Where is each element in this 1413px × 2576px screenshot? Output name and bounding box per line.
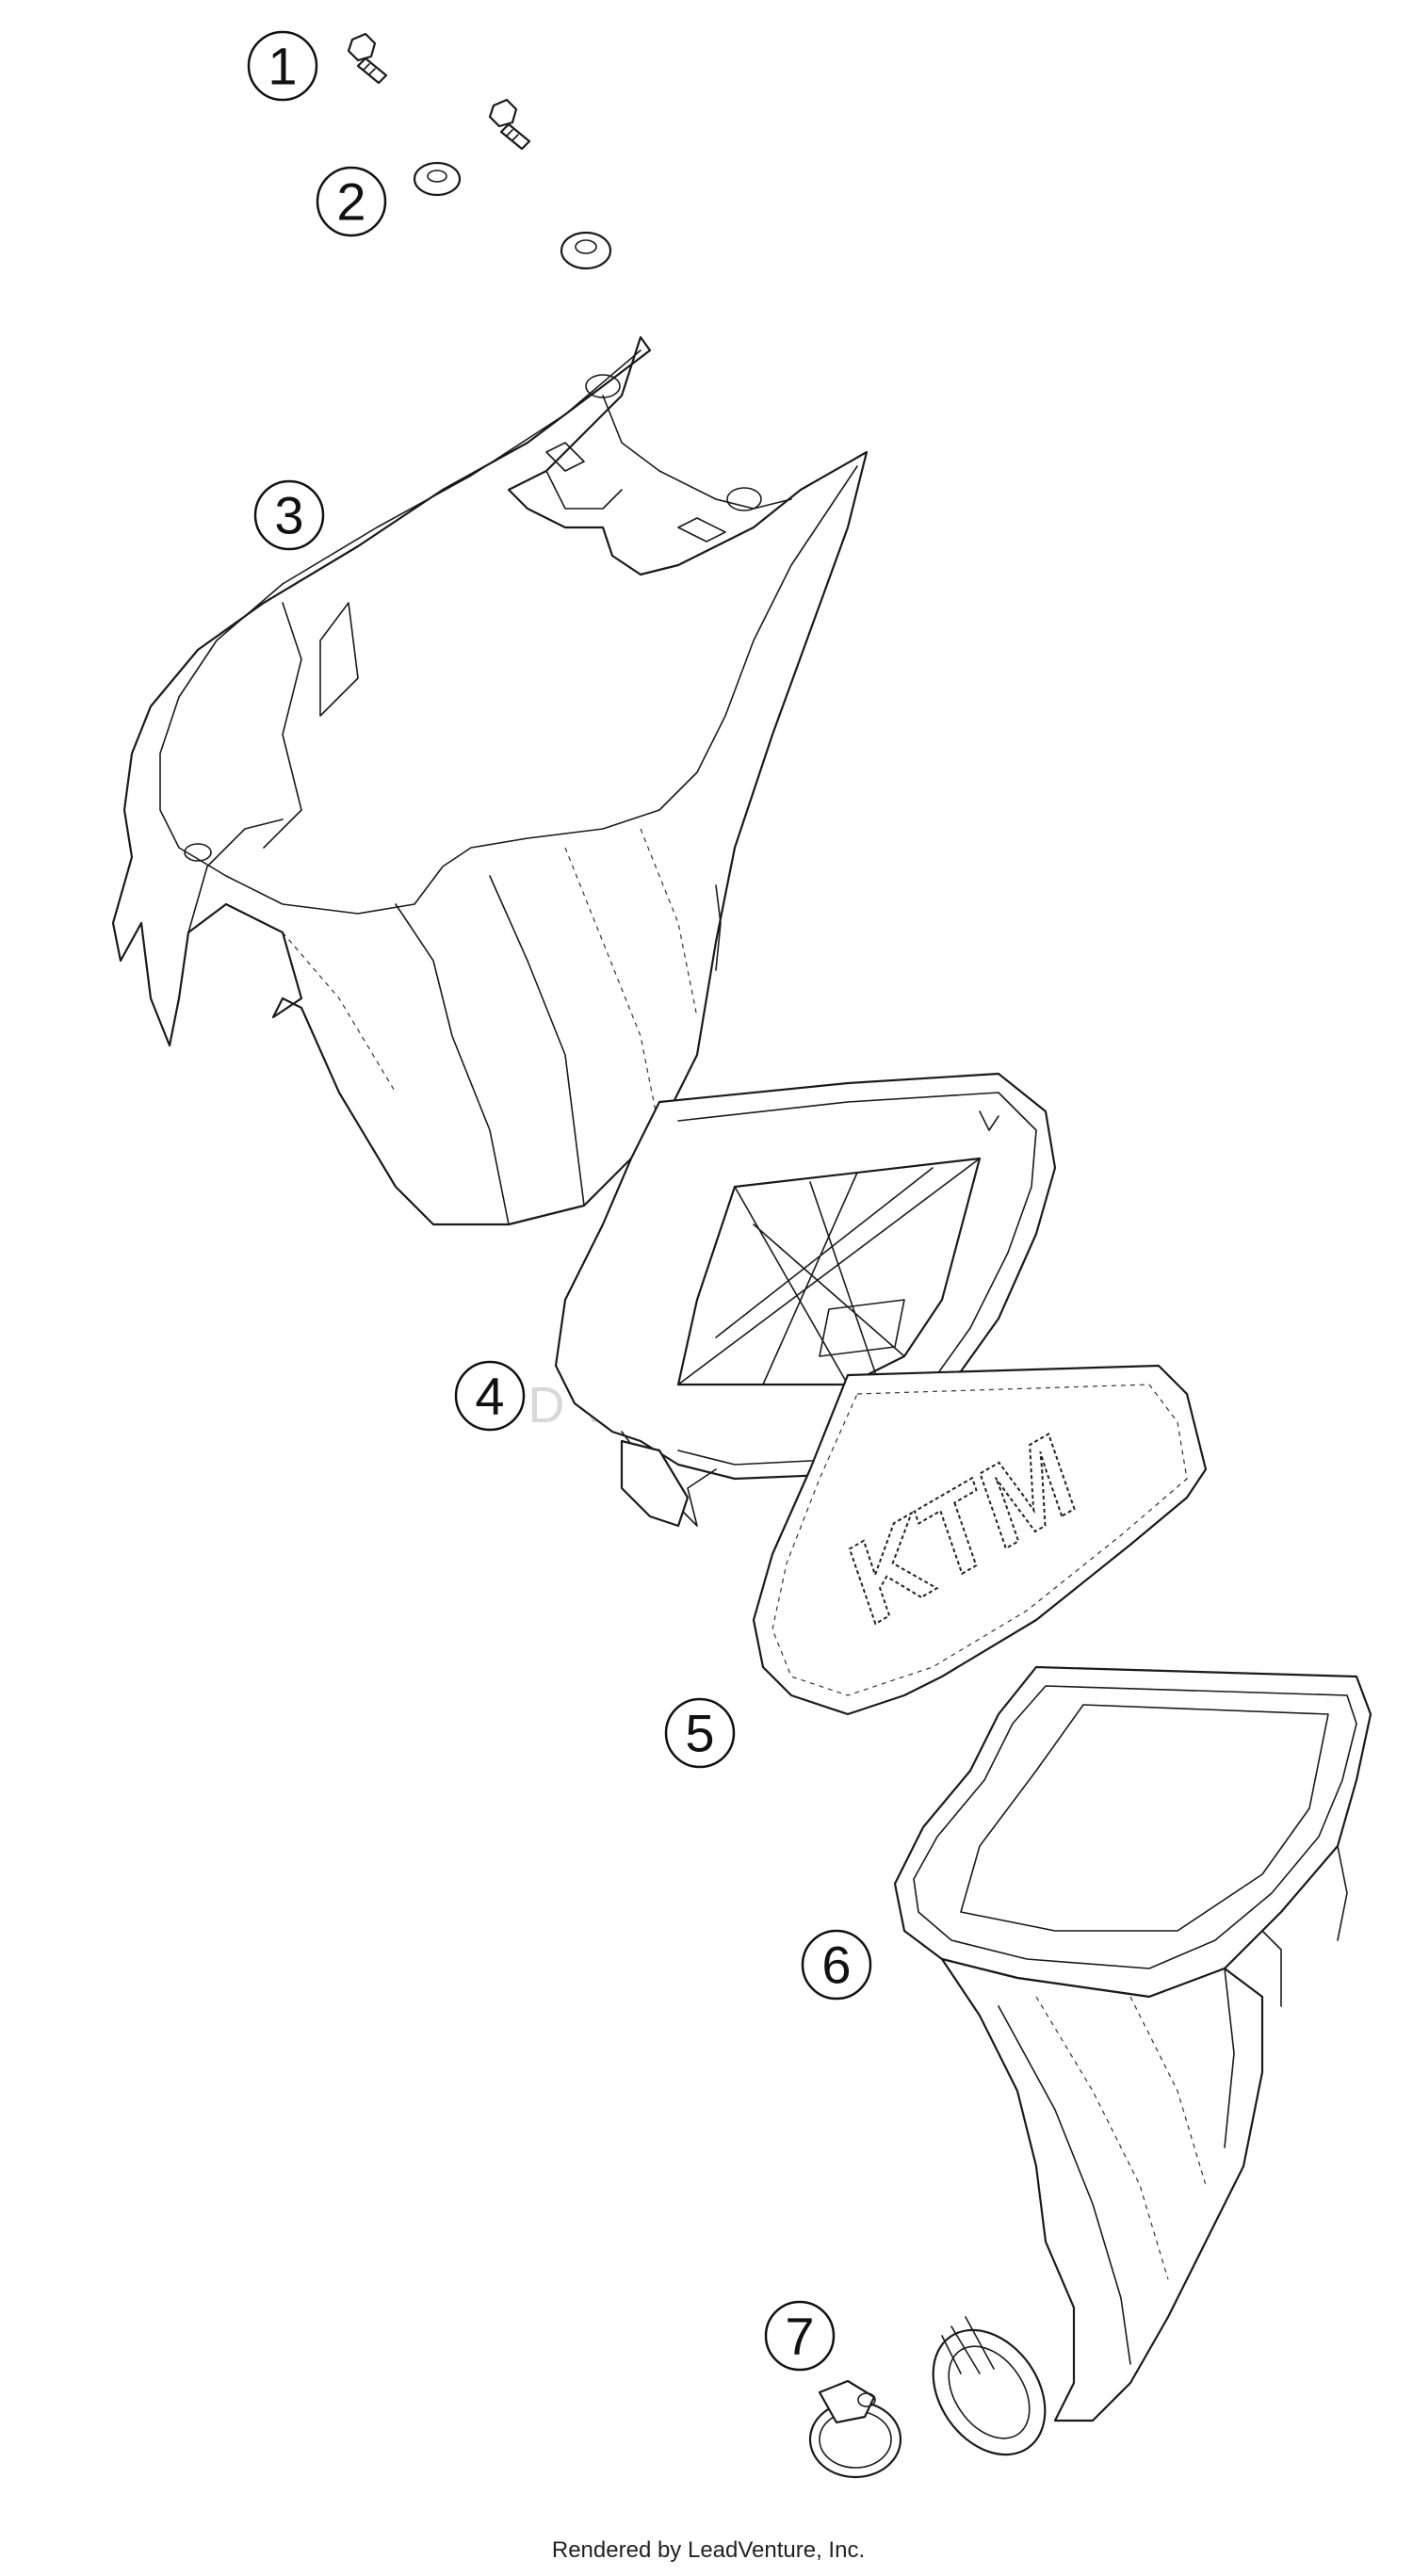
callout-7: 7 bbox=[764, 2300, 836, 2372]
part-2-grommets bbox=[413, 161, 612, 270]
callout-5-label: 5 bbox=[685, 1704, 714, 1763]
callout-2-label: 2 bbox=[336, 172, 365, 232]
callout-4-label: 4 bbox=[475, 1367, 504, 1426]
callout-1-label: 1 bbox=[268, 37, 297, 96]
part-5-foam-filter: KTM bbox=[752, 1364, 1208, 1716]
callout-3-label: 3 bbox=[274, 486, 303, 545]
callout-7-label: 7 bbox=[785, 2307, 814, 2366]
callout-6: 6 bbox=[801, 1929, 872, 2001]
callout-2: 2 bbox=[316, 166, 387, 237]
screw-top-left bbox=[347, 32, 388, 85]
credit-text: Rendered by LeadVenture, Inc. bbox=[552, 2537, 865, 2563]
screw-top-right bbox=[488, 98, 531, 151]
part-6-intake-boot bbox=[893, 1665, 1372, 2456]
callout-6-label: 6 bbox=[821, 1936, 851, 1995]
part-7-hose-clamp bbox=[808, 2379, 902, 2479]
callout-5: 5 bbox=[664, 1697, 736, 1769]
part-1-screws bbox=[347, 32, 531, 151]
callout-4: 4 bbox=[454, 1360, 526, 1432]
callout-1: 1 bbox=[247, 30, 318, 102]
callout-3: 3 bbox=[253, 479, 325, 551]
grommet-right bbox=[560, 231, 612, 270]
grommet-left bbox=[413, 161, 462, 197]
part-3-airbox-cover bbox=[111, 335, 869, 1226]
